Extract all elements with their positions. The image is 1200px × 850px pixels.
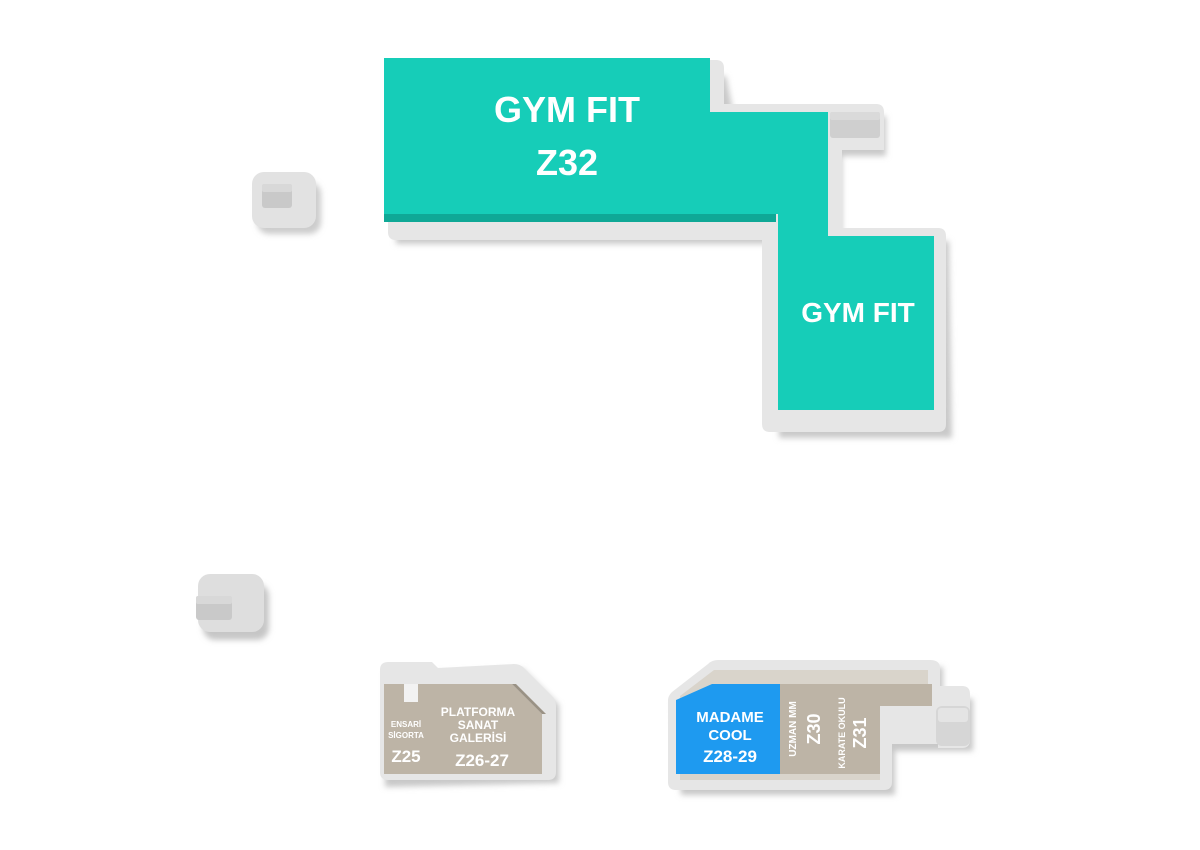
ensari-code: Z25 [391, 747, 420, 766]
platforma-name-3: GALERİSİ [450, 730, 507, 745]
store-gym-fit-annex[interactable]: GYM FIT [801, 297, 915, 328]
pillar-icon [936, 706, 970, 746]
karate-okulu-name: KARATE OKULU [837, 697, 847, 768]
uzman-mm-code: Z30 [804, 713, 824, 744]
gym-fit-main-code: Z32 [536, 142, 598, 183]
uzman-mm-name: UZMAN MM [788, 701, 799, 757]
gym-fit-annex-name: GYM FIT [801, 297, 915, 328]
pillar-icon [252, 172, 321, 234]
store-madame-cool-z28-29[interactable]: MADAME COOL Z28-29 [676, 684, 780, 774]
store-platforma-sanat-galerisi-z26-27[interactable]: PLATFORMA SANAT GALERİSİ Z26-27 [430, 684, 546, 774]
gym-fit-main-name: GYM FIT [494, 89, 640, 130]
store-ensari-sigorta-z25[interactable]: ENSARİ SİGORTA Z25 [384, 684, 430, 774]
madame-cool-code: Z28-29 [703, 747, 757, 766]
store-uzman-mm-z30[interactable]: UZMAN MM Z30 [780, 684, 826, 774]
madame-cool-name-2: COOL [708, 727, 751, 744]
karate-okulu-code: Z31 [850, 717, 870, 748]
gym-fit-floor [384, 58, 934, 410]
ensari-name-2: SİGORTA [388, 731, 424, 740]
madame-cool-name-1: MADAME [696, 709, 764, 726]
platforma-code: Z26-27 [455, 751, 509, 770]
platforma-name-1: PLATFORMA [441, 705, 516, 719]
ensari-name-1: ENSARİ [391, 720, 421, 729]
store-karate-okulu-z31[interactable]: KARATE OKULU Z31 [826, 684, 932, 774]
store-gym-fit-z32[interactable]: GYM FIT Z32 [384, 58, 934, 410]
pillar-icon [196, 574, 269, 640]
platforma-name-2: SANAT [458, 718, 499, 732]
